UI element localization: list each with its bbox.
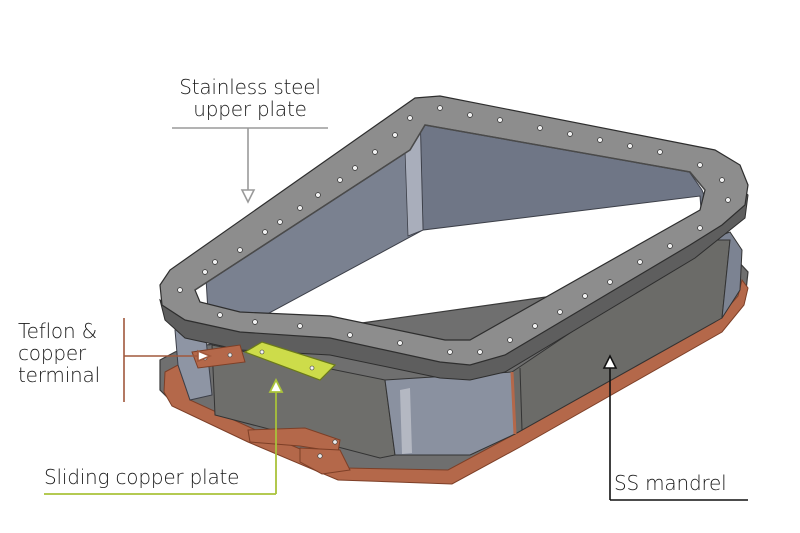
label-upper-plate-line2: upper plate bbox=[193, 97, 307, 121]
ss-mandrel-walls bbox=[211, 231, 743, 459]
bolt-holes bbox=[177, 105, 731, 355]
label-teflon-line2: copper bbox=[18, 341, 86, 365]
upper-plate-ring bbox=[159, 95, 749, 381]
sliding-copper-plate bbox=[243, 341, 337, 381]
label-upper-plate: Stainless steel upper plate bbox=[172, 76, 328, 120]
label-teflon-line1: Teflon & bbox=[18, 319, 97, 343]
label-teflon-line3: terminal bbox=[18, 363, 100, 387]
leader-sliding-plate bbox=[44, 377, 284, 495]
label-ss-mandrel: SS mandrel bbox=[614, 471, 727, 495]
leader-upper-plate bbox=[172, 127, 328, 204]
label-upper-plate-line1: Stainless steel bbox=[179, 75, 321, 99]
inner-walls bbox=[174, 111, 719, 401]
leader-teflon bbox=[123, 318, 213, 402]
label-teflon-terminal: Teflon & copper terminal bbox=[18, 320, 100, 386]
label-sliding-plate: Sliding copper plate bbox=[44, 465, 240, 489]
leader-ss-mandrel bbox=[602, 354, 748, 501]
lower-copper-terminal bbox=[247, 427, 351, 475]
teflon-copper-terminal bbox=[191, 344, 246, 369]
